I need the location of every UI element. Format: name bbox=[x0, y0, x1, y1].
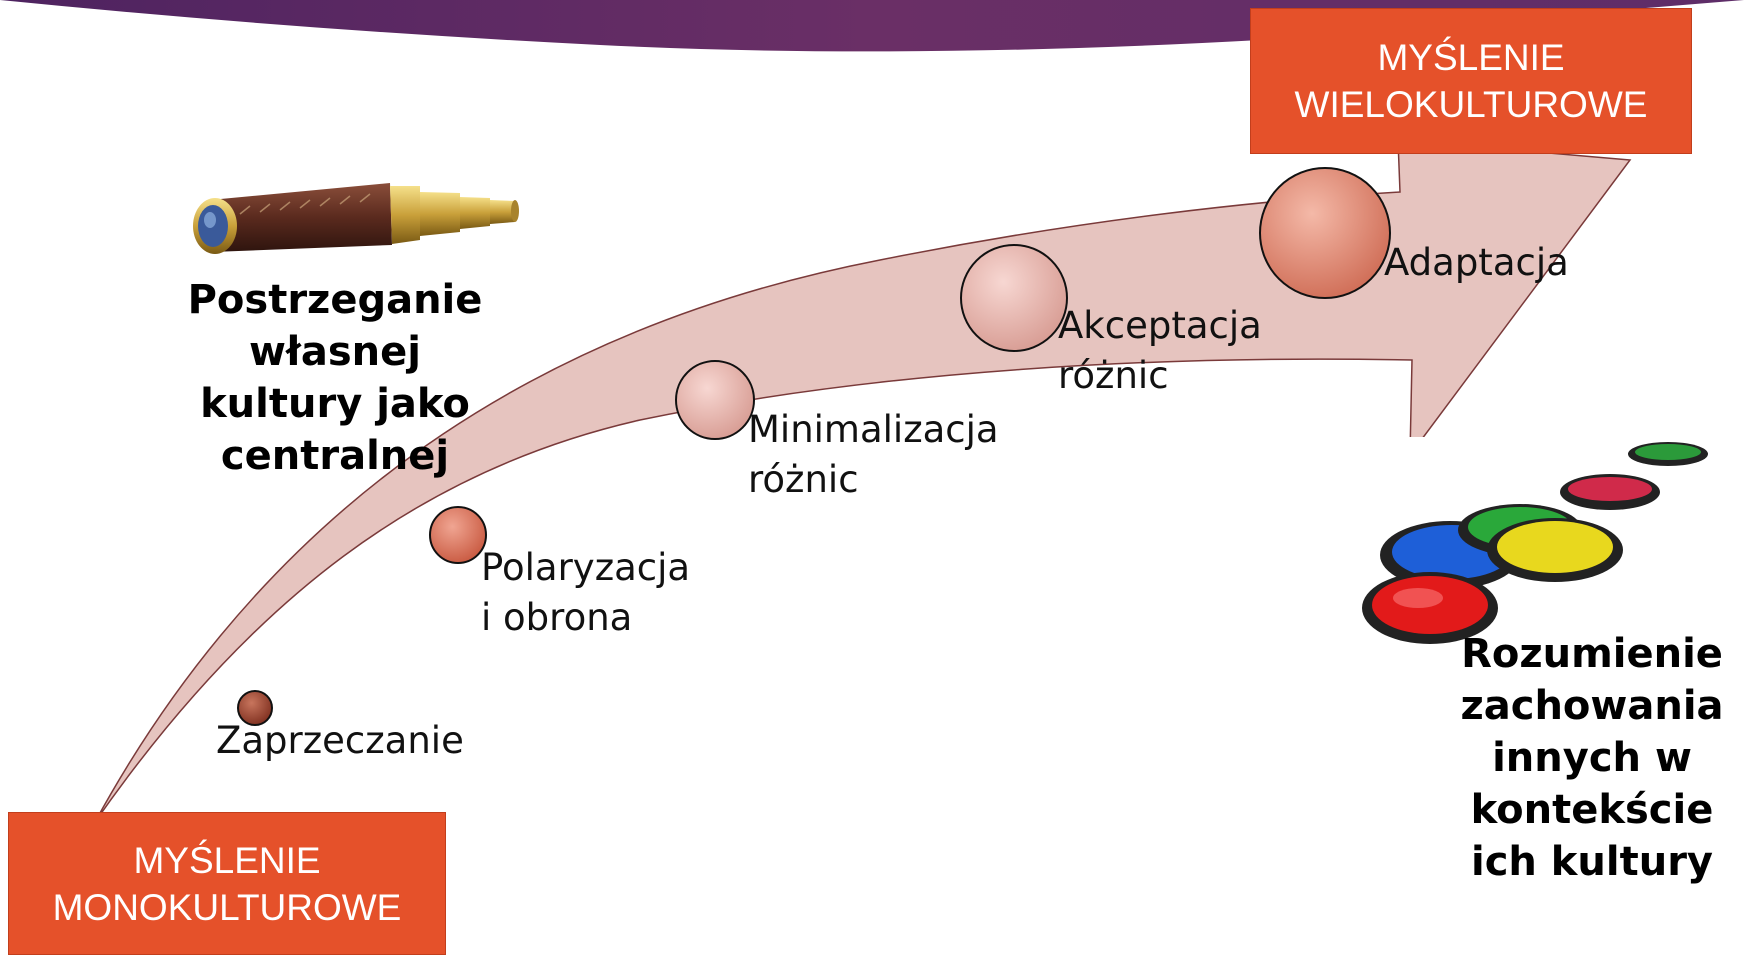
stage-bubble-polaryzacja bbox=[430, 507, 486, 563]
start-box-line1: MYŚLENIE bbox=[9, 837, 445, 884]
stage-bubble-adaptacja bbox=[1260, 168, 1390, 298]
start-box-line2: MONOKULTUROWE bbox=[9, 884, 445, 931]
end-box-line2: WIELOKULTUROWE bbox=[1251, 81, 1691, 128]
stage-label-adaptacja: Adaptacja bbox=[1384, 238, 1569, 288]
telescope-icon bbox=[193, 183, 519, 254]
start-box-monocultural: MYŚLENIE MONOKULTUROWE bbox=[8, 812, 446, 955]
stage-bubble-minimalizacja bbox=[676, 361, 754, 439]
left-caption: Postrzeganie własnej kultury jako centra… bbox=[165, 274, 505, 482]
stage-label-akceptacja: Akceptacja różnic bbox=[1058, 301, 1262, 401]
stage-label-zaprzeczanie: Zaprzeczanie bbox=[216, 716, 464, 766]
right-caption: Rozumienie zachowania innych w kontekści… bbox=[1440, 628, 1744, 888]
end-box-line1: MYŚLENIE bbox=[1251, 34, 1691, 81]
color-filters-icon bbox=[1362, 437, 1744, 647]
stage-bubble-akceptacja bbox=[961, 245, 1067, 351]
stage-label-minimalizacja: Minimalizacja różnic bbox=[748, 405, 999, 505]
stage-label-polaryzacja: Polaryzacja i obrona bbox=[481, 543, 690, 643]
end-box-multicultural: MYŚLENIE WIELOKULTUROWE bbox=[1250, 8, 1692, 154]
